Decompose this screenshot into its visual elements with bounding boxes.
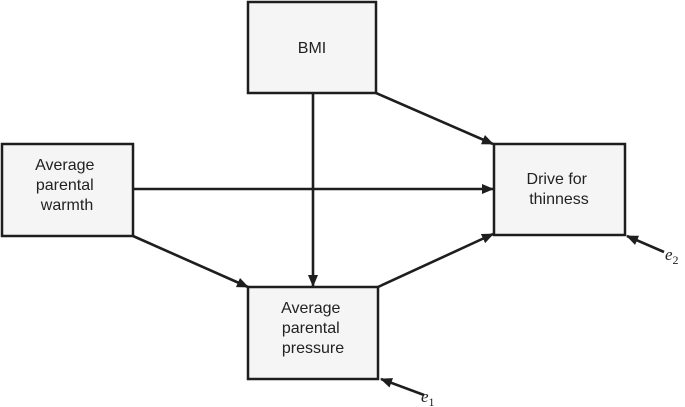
node-pressure-box (246, 285, 380, 381)
node-pressure-line-3: pressure (282, 340, 344, 357)
node-warmth-line-3: warmth (40, 197, 93, 214)
error-e1-arrow (380, 377, 425, 397)
edge-pressure-to-thinness (377, 232, 494, 289)
error-e2-arrow (626, 234, 665, 254)
error-e2-label: e2 (665, 245, 679, 267)
node-warmth-label: Average parental warmth (35, 157, 99, 214)
node-warmth: Average parental warmth (0, 142, 135, 238)
node-bmi: BMI (246, 0, 378, 95)
edge-warmth-to-pressure (132, 234, 249, 289)
edge-bmi-to-thinness (375, 91, 494, 146)
node-thinness-box (492, 142, 627, 237)
error-e1-label: e1 (421, 387, 435, 407)
node-thinness-line-1: Drive for (527, 171, 588, 188)
node-thinness: Drive for thinness (492, 142, 627, 237)
error-e2: e2 (626, 234, 679, 267)
node-pressure-line-2: parental (282, 320, 340, 337)
node-thinness-label: Drive for thinness (527, 171, 592, 208)
error-e2-symbol: e (665, 245, 673, 264)
node-warmth-box (0, 142, 135, 238)
node-pressure: Average parental pressure (246, 285, 380, 381)
edges-layer (132, 91, 494, 289)
error-e1-symbol: e (421, 387, 429, 406)
node-pressure-label: Average parental pressure (281, 300, 345, 357)
node-pressure-line-1: Average (281, 300, 340, 317)
node-bmi-label: BMI (298, 40, 326, 57)
node-bmi-line-1: BMI (298, 40, 326, 57)
node-thinness-line-2: thinness (529, 191, 589, 208)
error-e2-subscript: 2 (673, 253, 679, 267)
node-warmth-line-1: Average (35, 157, 94, 174)
node-warmth-line-2: parental (36, 177, 94, 194)
node-bmi-box (246, 0, 378, 95)
error-e1: e1 (380, 377, 435, 407)
error-e1-subscript: 1 (429, 395, 435, 407)
